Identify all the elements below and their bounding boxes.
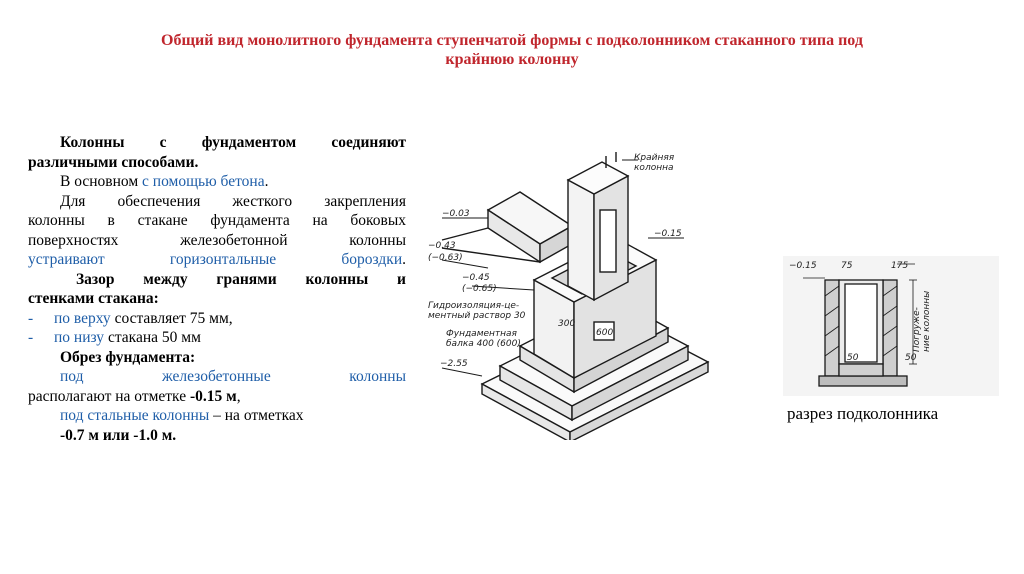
para-6a: под железобетонные колонны — [60, 368, 406, 385]
para-2-text: В основном — [60, 173, 143, 190]
para-5: Обрез фундамента: — [60, 348, 196, 366]
pedestal-section-drawing: −0.15 75 175 50 50 Погруже- ние колонны — [783, 256, 999, 396]
section-dim-50-inner: 50 — [847, 353, 859, 363]
title-line-1: Общий вид монолитного фундамента ступенч… — [161, 32, 863, 49]
list-item-top-text: составляет 75 мм, — [110, 309, 233, 327]
section-depth-label-1: Погруже- — [912, 307, 922, 352]
mark-045: −0.45 — [462, 273, 490, 283]
para-2-highlight: с помощью бетона — [142, 173, 265, 190]
para-3c: поверхностях железобетонной колонны — [28, 231, 406, 249]
dim-300: 300 — [558, 319, 575, 329]
para-4b: стенками стакана: — [28, 290, 159, 307]
para-7-text: – на отметках — [209, 407, 304, 424]
label-column-2: колонна — [634, 163, 674, 173]
list-item-top: - по верху составляет 75 мм, — [28, 309, 406, 329]
label-column-1: Крайняя — [634, 153, 675, 163]
label-beam-1: Фундаментная — [446, 329, 518, 339]
section-mark-015: −0.15 — [789, 261, 817, 271]
para-3d-highlight: устраивают горизонтальные бороздки — [28, 251, 403, 268]
label-beam-2: балка 400 (600) — [446, 339, 521, 349]
para-6b-text: располагают на отметке — [28, 387, 190, 405]
para-3d-line: устраивают горизонтальные бороздки. — [28, 250, 406, 270]
para-6b-end: , — [236, 387, 241, 405]
para-8: -0.7 м или -1.0 м. — [60, 426, 177, 444]
para-7-highlight: под стальные колонны — [60, 407, 210, 424]
page-title: Общий вид монолитного фундамента ступенч… — [40, 31, 984, 69]
foundation-isometric-drawing: Крайняя колонна −0.03 −0.43 (−0.63) −0.4… — [428, 152, 710, 440]
dim-600: 600 — [596, 328, 613, 338]
mark-063: (−0.63) — [428, 253, 463, 263]
mark-255: −2.55 — [440, 359, 468, 369]
para-4a: Зазор между гранями колонны и — [76, 270, 406, 288]
label-grout-1: Гидроизоляция-це- — [428, 301, 519, 311]
section-dim-75: 75 — [841, 261, 853, 271]
list-item-bottom-highlight: по низу — [54, 329, 105, 346]
dim-box-600 — [593, 321, 615, 341]
para-3a: Для обеспечения жесткого закрепления — [60, 192, 406, 210]
title-line-2: крайнюю колонну — [445, 51, 579, 68]
list-item-bottom: - по низу стакана 50 мм — [28, 328, 406, 348]
mark-015: −0.15 — [654, 229, 682, 239]
body-text: Колонны с фундаментом соединяют различны… — [28, 133, 406, 445]
section-dim-175: 175 — [891, 261, 908, 271]
section-hatching — [803, 263, 917, 365]
section-walls — [818, 279, 908, 387]
para-3d-end: . — [402, 251, 406, 268]
label-grout-2: ментный раствор 30 — [428, 311, 526, 321]
list-item-bottom-text: стакана 50 мм — [104, 329, 201, 346]
column — [566, 152, 630, 302]
list-item-top-highlight: по верху — [54, 309, 111, 327]
para-2: В основном с помощью бетона. — [28, 172, 406, 192]
mark-003: −0.03 — [442, 209, 470, 219]
list-dash-1: - — [28, 309, 34, 327]
section-caption: разрез подколонника — [787, 404, 939, 423]
para-7: под стальные колонны – на отметках — [28, 406, 406, 426]
para-6b-mark: -0.15 м — [189, 387, 237, 405]
section-dim-50-side: 50 — [905, 353, 917, 363]
foundation-beam — [441, 191, 574, 264]
para-1b: различными способами. — [28, 153, 199, 171]
mark-065: (−0.65) — [462, 284, 497, 294]
list-dash-2: - — [28, 329, 34, 346]
para-6b: располагают на отметке -0.15 м, — [28, 387, 406, 407]
leader-lines — [441, 159, 684, 377]
para-2-end: . — [264, 173, 269, 190]
para-3b: колонны в стакане фундамента на боковых — [28, 212, 406, 229]
mark-043: −0.43 — [428, 241, 456, 251]
para-1a: Колонны с фундаментом соединяют — [60, 134, 406, 151]
section-depth-label-2: ние колонны — [922, 291, 932, 352]
